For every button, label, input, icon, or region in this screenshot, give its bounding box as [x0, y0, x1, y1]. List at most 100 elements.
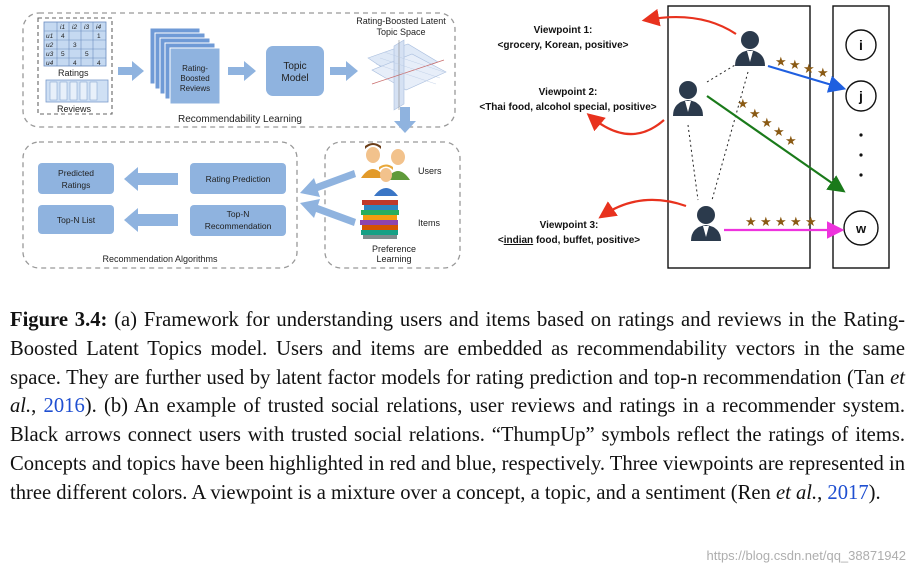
user-3-icon	[691, 206, 721, 241]
arrow-icon	[118, 61, 144, 81]
matrix-cell: 5	[85, 51, 89, 58]
topic-model-box	[266, 46, 324, 96]
viewpoint-2-title: Viewpoint 2:	[539, 87, 598, 98]
matrix-header-1: i1	[60, 24, 65, 31]
rating-prediction-label: Rating Prediction	[206, 174, 271, 184]
reviews-label: Reviews	[57, 104, 92, 114]
users-icon	[361, 143, 410, 196]
recommendation-algorithms-region	[22, 141, 298, 269]
arrow-icon	[228, 61, 256, 81]
matrix-user-4: u4	[46, 60, 54, 67]
svg-text:★: ★	[789, 57, 801, 72]
matrix-cell: 3	[73, 42, 77, 49]
ratings-label: Ratings	[58, 68, 89, 78]
matrix-cell: 4	[73, 60, 77, 67]
viewpoint-3-text: <indian food, buffet, positive>	[498, 235, 640, 246]
item-w-label: w	[855, 221, 867, 236]
latent-space-line-2: Topic Space	[376, 27, 425, 37]
matrix-header-2: i2	[72, 24, 77, 31]
matrix-cell: 1	[97, 33, 101, 40]
figure-label: Figure 3.4:	[10, 309, 108, 331]
citation-2017-link[interactable]: 2017	[827, 481, 869, 504]
viewpoint-3-title: Viewpoint 3:	[540, 220, 599, 231]
caption-text-1: (a) Framework for understanding users an…	[10, 309, 905, 389]
matrix-header-4: i4	[96, 24, 101, 31]
svg-text:★: ★	[773, 124, 785, 139]
svg-text:★: ★	[775, 214, 787, 229]
viewpoint-2-text: <Thai food, alcohol special, positive>	[479, 102, 656, 113]
item-i-node	[845, 29, 877, 61]
citation-2016-link[interactable]: 2016	[43, 395, 85, 418]
indian-underlined: indian	[504, 235, 533, 246]
users-panel	[667, 5, 811, 269]
concept-arrow-2	[586, 113, 665, 136]
viewpoint-2-arrow	[706, 95, 846, 193]
matrix-cell: 4	[97, 60, 101, 67]
matrix-cell: 4	[61, 33, 65, 40]
items-label: Items	[418, 218, 441, 228]
predicted-ratings-box	[38, 163, 114, 194]
learning-label: Recommendability Learning	[178, 114, 302, 125]
caption-comma-1: ,	[31, 395, 44, 418]
svg-text:★: ★	[760, 214, 772, 229]
matrix-user-3: u3	[46, 51, 54, 58]
user-1-icon	[735, 31, 765, 66]
latent-space-line-1: Rating-Boosted Latent	[356, 16, 446, 26]
user-2-icon	[673, 81, 703, 116]
users-label: Users	[418, 166, 442, 176]
svg-text:★: ★	[817, 65, 829, 80]
topn-recommendation-box	[190, 205, 286, 236]
viewpoint-1-arrow	[767, 64, 847, 93]
reviews-icon	[45, 79, 109, 103]
item-j-node	[845, 80, 877, 112]
caption-text-3: ).	[868, 481, 881, 504]
ellipsis-dot	[859, 153, 863, 157]
svg-text:★: ★	[803, 61, 815, 76]
topn-recommendation-line-2: Recommendation	[205, 221, 272, 231]
boosted-reviews-line-1: Rating-	[182, 64, 208, 73]
ellipsis-dot	[859, 173, 863, 177]
viewpoint-1-text: <grocery, Korean, positive>	[498, 40, 629, 51]
rating-matrix: i1 i2 i3 i4 u1 u2 u3 u4 4 1 3 5 5 4 4	[43, 21, 107, 67]
svg-text:★: ★	[775, 54, 787, 69]
svg-text:★: ★	[749, 106, 761, 121]
topn-list-box	[38, 205, 114, 234]
items-icon	[360, 200, 399, 239]
boosted-reviews-line-3: Reviews	[180, 84, 210, 93]
arrow-icon	[300, 170, 356, 197]
caption-etal-2: et al.	[775, 481, 818, 504]
figure-caption: Figure 3.4: (a) Framework for understand…	[10, 306, 905, 508]
svg-text:★: ★	[761, 115, 773, 130]
watermark: https://blog.csdn.net/qq_38871942	[706, 548, 907, 563]
caption-comma-2: ,	[817, 481, 828, 504]
boosted-reviews-line-2: Boosted	[180, 74, 209, 83]
caption-text-2: ). (b) An example of trusted social rela…	[10, 395, 905, 504]
arrow-icon	[394, 107, 416, 133]
recommendability-learning-region	[22, 12, 456, 128]
arrow-icon	[124, 167, 178, 191]
svg-text:★: ★	[790, 214, 802, 229]
topic-model-line-1: Topic	[283, 61, 306, 72]
topn-recommendation-line-1: Top-N	[227, 209, 250, 219]
matrix-cell: 5	[61, 51, 65, 58]
svg-text:★: ★	[737, 96, 749, 111]
predicted-ratings-line-2: Ratings	[62, 180, 91, 190]
algorithms-label: Recommendation Algorithms	[102, 254, 218, 264]
svg-text:★: ★	[785, 133, 797, 148]
matrix-user-1: u1	[46, 33, 54, 40]
trust-links	[687, 61, 749, 201]
ratings-reviews-box	[37, 17, 113, 115]
item-i-label: i	[859, 37, 863, 53]
latent-space-icon	[367, 39, 447, 111]
matrix-header-3: i3	[84, 24, 89, 31]
arrow-icon	[300, 199, 356, 226]
concept-arrow-1	[641, 8, 737, 35]
preference-learning-line-1: Preference	[372, 244, 416, 254]
topic-model-line-2: Model	[281, 73, 308, 84]
figure-a: i1 i2 i3 i4 u1 u2 u3 u4 4 1 3 5 5 4 4 Ra…	[22, 12, 461, 269]
matrix-user-2: u2	[46, 42, 54, 49]
ellipsis-dot	[859, 133, 863, 137]
concept-arrow-3	[598, 198, 687, 219]
preference-learning-region	[324, 141, 461, 269]
